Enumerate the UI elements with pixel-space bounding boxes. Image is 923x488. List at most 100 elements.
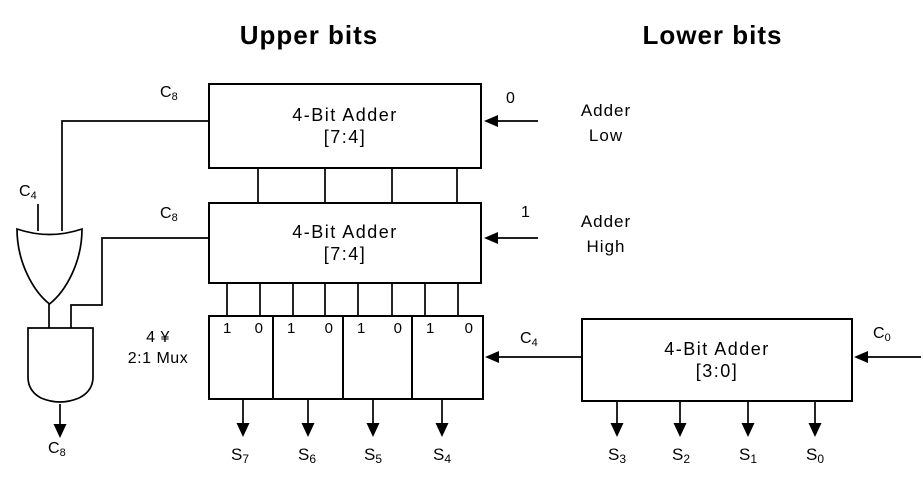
arrowheads [53, 115, 868, 438]
mux-cell-4-zero: 0 [464, 320, 473, 337]
s7-text: S [230, 445, 243, 464]
adder-upper-low-name: 4-Bit Adder [292, 105, 398, 125]
s1-sub: 1 [750, 452, 758, 466]
c4-select-sub: 4 [30, 190, 37, 202]
s0-arrowhead [808, 423, 822, 437]
adder-upper-high-range: [7:4] [323, 244, 367, 264]
adder-high-caption-line2: High [586, 237, 626, 256]
s7-sub: 7 [242, 452, 250, 466]
c8-adder-high-label: C8 [160, 205, 178, 224]
s4-arrowhead [435, 423, 449, 437]
s2-text: S [671, 445, 684, 464]
upper-bits-title: Upper bits [239, 20, 379, 50]
mux-cell-3-one: 1 [357, 320, 366, 337]
mux-caption-line1: 4 ¥ [146, 329, 170, 346]
mux-cell-3: 1 0 [344, 317, 413, 398]
adder-upper-high-box: 4-Bit Adder [7:4] [208, 202, 482, 284]
c8-out-sub: 8 [59, 447, 66, 459]
and-gate-shape [27, 327, 94, 403]
c8-adder-low-label: C8 [160, 84, 178, 103]
c8-out-text: C [48, 440, 60, 457]
c4-select-text: C [19, 183, 31, 200]
mux-cell-1-zero: 0 [254, 320, 263, 337]
carry-out-arrowhead [53, 424, 67, 438]
mux-cell-1-one: 1 [223, 320, 232, 337]
s5-text: S [363, 445, 376, 464]
s3-label: S3 [602, 445, 632, 466]
s5-arrowhead [366, 423, 380, 437]
adder-high-caption: Adder High [574, 209, 638, 259]
or-gate-shape [16, 227, 83, 306]
s5-sub: 5 [375, 452, 383, 466]
s4-sub: 4 [444, 452, 452, 466]
lower-output-arrow-lines [616, 402, 816, 424]
s6-sub: 6 [309, 452, 317, 466]
adder-lower-box: 4-Bit Adder [3:0] [581, 318, 853, 402]
c0-arrowhead [854, 351, 868, 363]
s1-text: S [738, 445, 751, 464]
s2-sub: 2 [683, 452, 691, 466]
s3-text: S [607, 445, 620, 464]
c8-adder-low-sub: 8 [171, 91, 178, 103]
carry-in-low-label: 0 [506, 90, 515, 107]
s5-label: S5 [358, 445, 388, 466]
mux-caption-line2: 2:1 Mux [127, 350, 189, 367]
c8-high-wire [70, 237, 208, 328]
cin-high-arrowhead [484, 232, 498, 244]
c8-adder-high-text: C [160, 205, 172, 222]
mux-cell-4: 1 0 [413, 317, 482, 398]
adder-lower-name: 4-Bit Adder [664, 339, 770, 359]
mux-cell-2-one: 1 [287, 320, 296, 337]
cin-low-arrowhead [484, 115, 498, 127]
mux-cell-3-zero: 0 [393, 320, 402, 337]
adder-upper-high-name: 4-Bit Adder [292, 222, 398, 242]
s3-arrowhead [610, 423, 624, 437]
c4-carry-arrowhead [485, 351, 499, 363]
s1-arrowhead [741, 423, 755, 437]
s2-label: S2 [666, 445, 696, 466]
s6-text: S [297, 445, 310, 464]
c8-out-label: C8 [48, 440, 66, 459]
c0-in-text: C [873, 325, 885, 342]
s1-label: S1 [733, 445, 763, 466]
c4-carry-text: C [520, 330, 532, 347]
mux-cell-1: 1 0 [210, 317, 274, 398]
s3-sub: 3 [619, 452, 627, 466]
s4-text: S [432, 445, 445, 464]
c0-in-sub: 0 [884, 332, 891, 344]
adder-upper-low-range: [7:4] [323, 127, 367, 147]
c4-select-label: C4 [19, 183, 37, 202]
adder-low-caption: Adder Low [574, 98, 638, 148]
c8-low-wire [61, 120, 208, 231]
c4-carry-label: C4 [520, 330, 538, 349]
mux-output-arrow-lines [242, 400, 443, 424]
s6-label: S6 [292, 445, 322, 466]
s2-arrowhead [673, 423, 687, 437]
adder-low-caption-line1: Adder [580, 101, 632, 120]
s7-label: S7 [225, 445, 255, 466]
mux-cell-2-zero: 0 [324, 320, 333, 337]
s0-sub: 0 [817, 452, 825, 466]
c0-in-label: C0 [873, 325, 891, 344]
c8-adder-low-text: C [160, 84, 172, 101]
adder-low-caption-line2: Low [588, 126, 624, 145]
mux-caption: 4 ¥ 2:1 Mux [118, 327, 198, 369]
s4-label: S4 [427, 445, 457, 466]
adder-high-caption-line1: Adder [580, 212, 632, 231]
adder-lower-range: [3:0] [695, 361, 739, 381]
c8-adder-high-sub: 8 [171, 212, 178, 224]
adder-upper-low-box: 4-Bit Adder [7:4] [208, 83, 482, 169]
lower-bits-title: Lower bits [642, 20, 783, 50]
c4-carry-sub: 4 [531, 337, 538, 349]
s7-arrowhead [236, 423, 250, 437]
mux-block: 1 0 1 0 1 0 1 0 [208, 315, 484, 400]
s0-text: S [805, 445, 818, 464]
adder-high-to-mux-stubs [226, 284, 459, 315]
s6-arrowhead [301, 423, 315, 437]
adder-low-to-high-stubs [257, 169, 458, 202]
mux-cell-4-one: 1 [426, 320, 435, 337]
carry-in-high-label: 1 [521, 204, 530, 221]
mux-cell-2: 1 0 [274, 317, 344, 398]
